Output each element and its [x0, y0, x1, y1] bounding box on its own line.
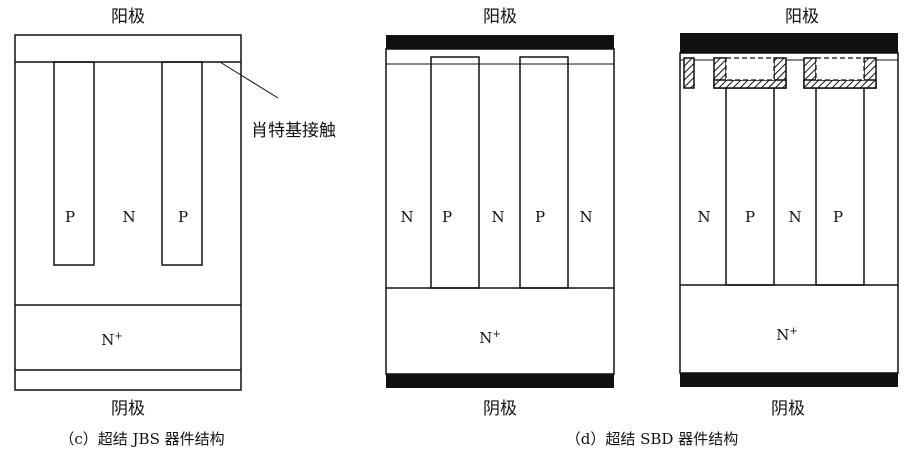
sbd-caption: （d）超结 SBD 器件结构 — [566, 430, 738, 448]
jbs-caption: （c）超结 JBS 器件结构 — [59, 430, 224, 448]
sbd-structure-a: 阳极 N P N P N N+ 阴极 — [385, 7, 615, 419]
schottky-callout-line — [219, 61, 279, 99]
sbd-a-cathode-metal — [386, 374, 614, 388]
sbd-a-cathode-label: 阴极 — [483, 399, 517, 419]
jbs-anode-label: 阳极 — [111, 7, 145, 27]
schottky-contact-label: 肖特基接触 — [251, 121, 336, 141]
sbd-b-hatched-contact-edge — [683, 57, 695, 89]
sbd-a-nplus-label: N+ — [479, 329, 501, 347]
jbs-p-pillar-left — [53, 61, 95, 266]
jbs-p-label-left: P — [65, 208, 75, 226]
sbd-b-dashed-trench-2 — [815, 57, 865, 81]
sbd-b-p-pillar-2 — [815, 87, 865, 286]
sbd-b-anode-label: 阳极 — [785, 7, 819, 27]
sbd-b-p-label-2: P — [833, 208, 843, 226]
sbd-a-p-label-1: P — [442, 208, 452, 226]
sbd-structure-b: 阳极 N P N P N+ 阴极 （d）超结 SBD 器件结构 — [566, 7, 899, 448]
sbd-a-p-pillar-1 — [430, 56, 480, 289]
sbd-a-n-label-2: N — [491, 208, 504, 226]
sbd-a-anode-label: 阳极 — [483, 7, 517, 27]
sbd-b-dashed-trench-1 — [725, 57, 775, 81]
sbd-b-hatched-contact-2c — [803, 79, 877, 89]
sbd-b-hatched-contact-1c — [713, 79, 787, 89]
sbd-b-p-label-1: P — [745, 208, 755, 226]
sbd-a-p-pillar-2 — [519, 56, 569, 289]
jbs-p-pillar-right — [161, 61, 203, 266]
sbd-b-cathode-metal — [680, 373, 898, 387]
jbs-n-label: N — [122, 208, 135, 226]
sbd-a-n-label-1: N — [400, 208, 413, 226]
sbd-b-nplus-label: N+ — [776, 326, 798, 344]
sbd-b-anode-metal — [680, 33, 898, 53]
jbs-p-label-right: P — [178, 208, 188, 226]
jbs-outline — [14, 34, 242, 391]
sbd-b-p-pillar-1 — [725, 87, 775, 286]
sbd-b-n-label-1: N — [697, 208, 710, 226]
sbd-a-n-label-3: N — [579, 208, 592, 226]
jbs-structure: 阳极 P N P N+ 阴极 （c）超结 JBS 器件结构 肖特基接触 — [14, 7, 336, 448]
jbs-nplus-label: N+ — [101, 331, 123, 349]
sbd-a-p-label-2: P — [535, 208, 545, 226]
sbd-a-anode-metal — [386, 35, 614, 49]
sbd-b-cathode-label: 阴极 — [771, 399, 805, 419]
jbs-cathode-label: 阴极 — [111, 399, 145, 419]
sbd-b-n-label-2: N — [788, 208, 801, 226]
